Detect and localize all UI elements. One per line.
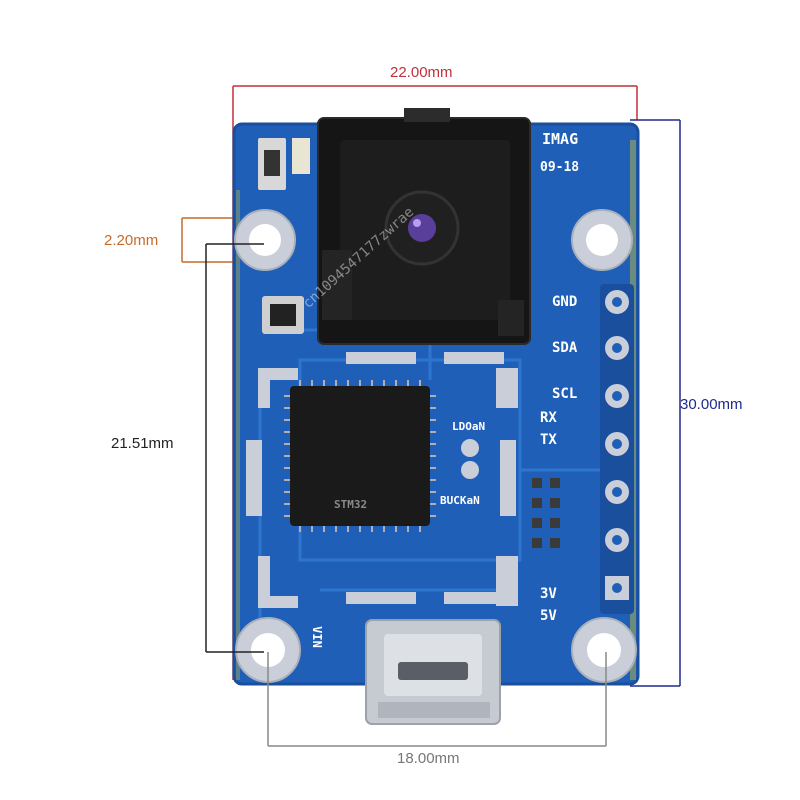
vertical-spacing-line	[205, 243, 264, 653]
hole-spacing-vertical-label: 21.51mm	[111, 435, 174, 452]
pin-label-3v: 3V	[540, 586, 557, 602]
pin-label-gnd: GND	[552, 294, 578, 310]
usb-connector	[365, 619, 501, 725]
small-components	[258, 138, 310, 334]
height-dimension-line	[630, 119, 681, 687]
solder-pads	[246, 352, 518, 608]
board-revision: 09-18	[540, 160, 580, 175]
ldo-label: LDOaN	[452, 420, 486, 433]
board-height-label: 30.00mm	[680, 396, 743, 413]
pin-label-5v: 5V	[540, 608, 557, 624]
mounting-hole-top-right	[571, 209, 633, 271]
buck-label: BUCKaN	[440, 494, 480, 507]
hole-diameter-label: 2.20mm	[104, 232, 159, 249]
board-name: IMAG	[542, 130, 579, 148]
mounting-hole-bottom-left	[235, 617, 301, 683]
microcontroller-chip	[284, 380, 436, 532]
hole-spacing-horizontal-label: 18.00mm	[397, 750, 460, 767]
chip-marking: STM32	[334, 498, 368, 511]
board-width-label: 22.00mm	[390, 64, 453, 81]
camera-module	[317, 108, 531, 345]
mounting-holes	[234, 209, 637, 683]
test-pad-array	[532, 478, 560, 548]
pin-label-tx: TX	[540, 432, 557, 448]
pin-label-rx: RX	[540, 410, 557, 426]
vin-label: VIN	[309, 626, 324, 648]
mounting-hole-bottom-right	[571, 617, 637, 683]
horizontal-spacing-line	[267, 652, 607, 747]
header-pins	[600, 284, 634, 614]
mounting-hole-top-left	[234, 209, 296, 271]
pin-label-sda: SDA	[552, 340, 578, 356]
pin-label-scl: SCL	[552, 386, 578, 402]
